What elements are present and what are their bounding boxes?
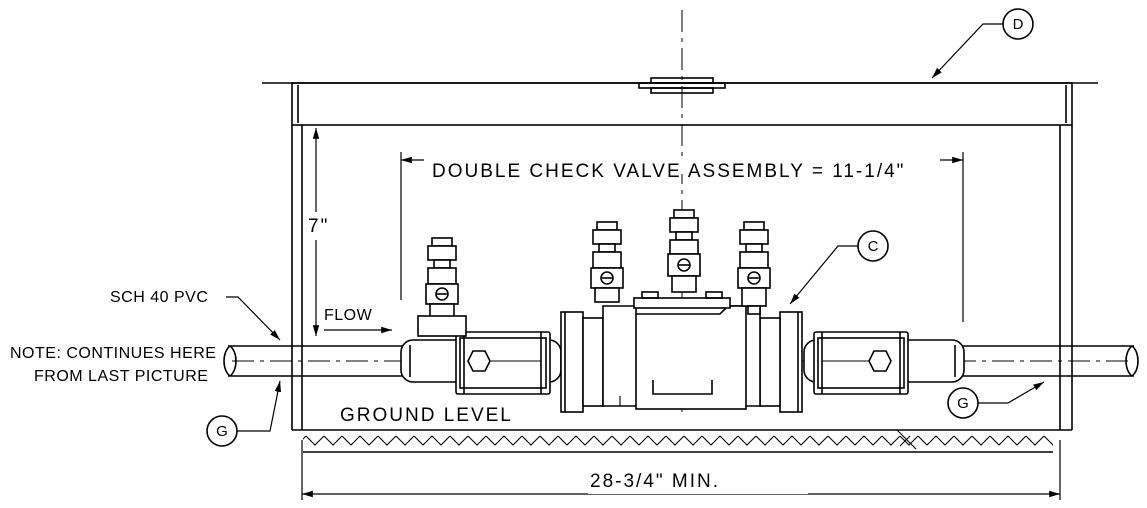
test-cock-4 [737, 221, 771, 315]
height-dimension-label: 7" [308, 216, 329, 237]
callout-d [931, 8, 1034, 79]
ball-valve-left [400, 331, 562, 395]
assembly-dimension [400, 152, 964, 322]
width-dimension [301, 440, 1061, 500]
ball-valve-right [803, 331, 965, 395]
ground-level-label: GROUND LEVEL [340, 405, 513, 426]
note-line-2: FROM LAST PICTURE [34, 368, 208, 385]
test-cock-2 [590, 221, 624, 303]
pipe-leader [226, 296, 281, 341]
assembly-dimension-label: DOUBLE CHECK VALVE ASSEMBLY = 11-1/4" [432, 161, 905, 182]
pipe-type-label: SCH 40 PVC [110, 289, 208, 306]
callout-g-left [206, 380, 282, 447]
height-dimension [306, 128, 330, 336]
callout-g-left-letter: G [216, 423, 228, 440]
callout-g-right [947, 381, 1045, 419]
callout-c [789, 230, 889, 305]
note-line-1: NOTE: CONTINUES HERE [10, 345, 216, 362]
check-valve-body [560, 291, 803, 413]
test-cock-3 [667, 209, 701, 293]
test-cock-1 [417, 237, 467, 337]
ground-hatch [303, 429, 1053, 453]
width-dimension-label: 28-3/4" MIN. [590, 471, 720, 492]
callout-d-letter: D [1013, 16, 1024, 33]
pipe-right [958, 345, 1139, 377]
callout-g-right-letter: G [957, 395, 969, 412]
pipe-left [223, 345, 404, 377]
flow-label: FLOW [324, 307, 373, 324]
callout-c-letter: C [868, 238, 879, 255]
